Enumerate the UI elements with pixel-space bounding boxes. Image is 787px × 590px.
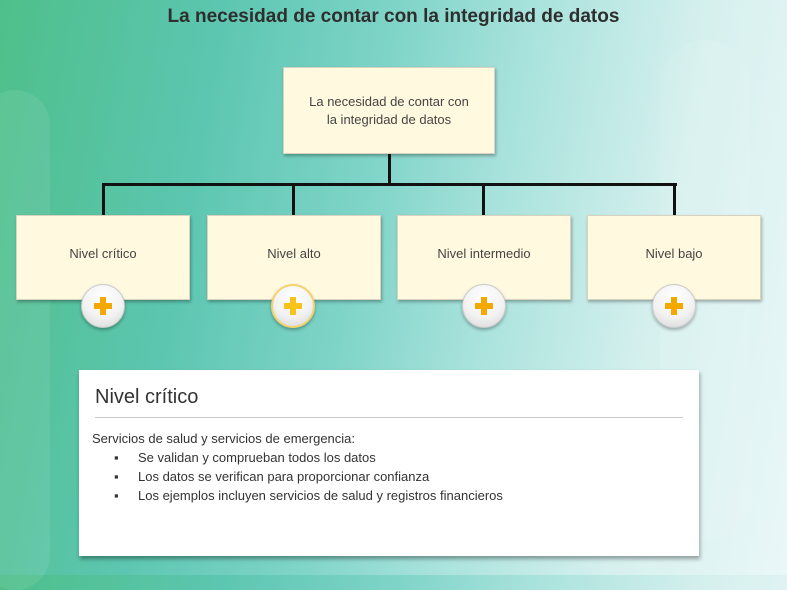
connector-line [482,183,485,215]
list-item-text: Se validan y comprueban todos los datos [138,450,376,465]
plus-icon [284,297,302,315]
divider [95,417,683,418]
list-item-text: Los ejemplos incluyen servicios de salud… [138,488,503,503]
list-item-text: Los datos se verifican para proporcionar… [138,469,430,484]
root-box: La necesidad de contar con la integridad … [283,67,495,154]
list-item: ▪ Los ejemplos incluyen servicios de salu… [114,488,503,507]
connector-line [388,154,391,185]
page-title: La necesidad de contar con la integridad… [167,6,620,27]
list-item: ▪ Se validan y comprueban todos los datos [114,450,503,469]
detail-panel: Nivel crítico Servicios de salud y servi… [79,370,699,556]
root-box-line1: La necesidad de contar con [309,93,469,109]
expand-alto-button[interactable] [271,284,315,328]
bullet: ▪ [114,469,119,484]
bullet: ▪ [114,488,119,503]
root-box-line2: la integridad de datos [326,111,452,127]
plus-icon [665,297,683,315]
list-item: ▪ Los datos se verifican para proporciona… [114,469,503,488]
background-shape [0,90,50,590]
bullet: ▪ [114,450,119,465]
expand-critico-button[interactable] [81,284,125,328]
connector-line [102,183,677,186]
plus-icon [475,297,493,315]
bullet-list: ▪ Se validan y comprueban todos los datos… [114,450,503,507]
level-label: Nivel crítico [69,245,137,261]
connector-line [673,183,676,215]
level-label: Nivel bajo [645,245,703,261]
level-box-alto[interactable]: Nivel alto [207,215,381,300]
panel-intro: Servicios de salud y servicios de emerge… [92,431,356,446]
expand-bajo-button[interactable] [652,284,696,328]
plus-icon [94,297,112,315]
connector-line [292,183,295,215]
level-label: Nivel alto [267,245,321,261]
connector-line [102,183,105,215]
expand-intermedio-button[interactable] [462,284,506,328]
panel-heading: Nivel crítico [95,386,199,408]
level-label: Nivel intermedio [437,245,531,261]
